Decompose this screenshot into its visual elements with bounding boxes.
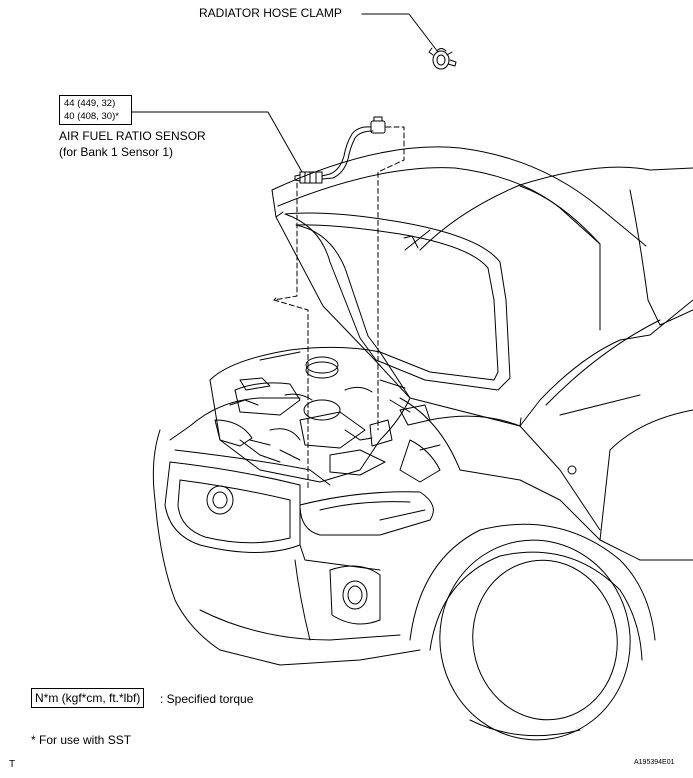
radiator-hose-clamp-part (428, 47, 457, 70)
bank-sensor-sublabel: (for Bank 1 Sensor 1) (59, 145, 174, 159)
torque-spec-line-2: 40 (408, 30)* (64, 111, 119, 122)
torque-unit-box: N*m (kgf*cm, ft.*lbf) (31, 688, 145, 708)
engine-components (209, 346, 441, 483)
hood-panel (271, 146, 647, 427)
radiator-hose-clamp-label: RADIATOR HOSE CLAMP (199, 6, 342, 20)
air-fuel-ratio-sensor-label: AIR FUEL RATIO SENSOR (59, 129, 206, 143)
torque-unit-description: : Specified torque (160, 692, 254, 706)
dashed-guide-lines (273, 126, 405, 491)
sensor-leader-line (131, 111, 303, 173)
air-fuel-ratio-sensor-part (294, 116, 386, 184)
corner-mark: T (9, 759, 16, 770)
torque-spec-line-1: 44 (449, 32) (64, 98, 116, 109)
sst-footnote: * For use with SST (31, 733, 132, 747)
vehicle-body-outline (152, 166, 693, 741)
figure-code: A195394E01 (634, 759, 675, 766)
torque-spec-box: 44 (449, 32) 40 (408, 30)* (59, 95, 132, 125)
clamp-leader-line (361, 13, 439, 53)
